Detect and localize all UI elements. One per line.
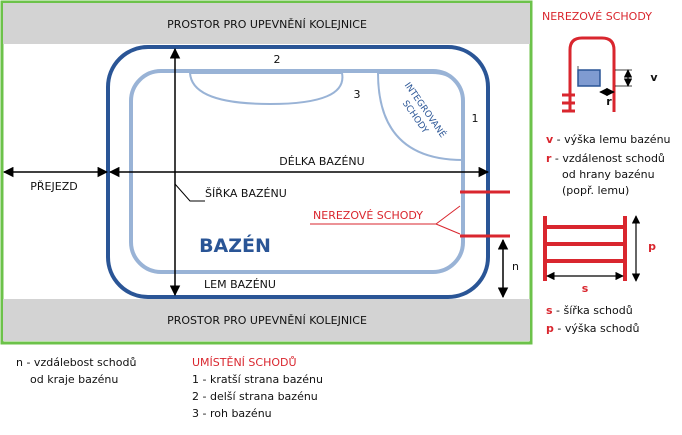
rail-band-bottom <box>3 299 530 341</box>
rim-block <box>577 69 601 87</box>
position-2-label: 2 <box>274 53 281 66</box>
width-leader <box>174 183 205 202</box>
placement-title: UMÍSTĚNÍ SCHODŮ <box>192 356 297 369</box>
legend-p: p - výška schodů <box>546 322 639 335</box>
rail-top-label: PROSTOR PRO UPEVNĚNÍ KOLEJNICE <box>167 18 367 31</box>
rim-ladder-handle <box>568 36 616 112</box>
pool-width-label: ŠÍŘKA BAZÉNU <box>205 187 287 200</box>
s-symbol: s <box>582 282 589 295</box>
stairs-leader-2 <box>435 223 461 235</box>
stairs-corner <box>376 72 464 162</box>
rim-label: LEM BAZÉNU <box>204 278 276 291</box>
r-symbol: r <box>606 95 612 108</box>
stairs-label: NEREZOVÉ SCHODY <box>313 209 423 222</box>
placement-1: 1 - kratší strana bazénu <box>192 373 323 386</box>
placement-2: 2 - delší strana bazénu <box>192 390 318 403</box>
pool-label: BAZÉN <box>199 234 271 257</box>
legend-v: v - výška lemu bazénu <box>546 133 671 146</box>
pool-length-label: DÉLKA BAZÉNU <box>279 155 364 168</box>
stairs-long-side <box>188 72 344 106</box>
n-label: n <box>512 260 519 273</box>
n-note-line2: od kraje bazénu <box>30 373 118 386</box>
legend-r: r - vzdálenost schodů <box>546 152 665 165</box>
placement-3: 3 - roh bazénu <box>192 407 272 420</box>
green-frame <box>0 0 533 345</box>
rail-bottom-label: PROSTOR PRO UPEVNĚNÍ KOLEJNICE <box>167 314 367 327</box>
n-note-line1: n - vzdálebost schodů <box>16 356 136 369</box>
legend-r-line3: (popř. lemu) <box>562 184 629 197</box>
v-symbol: v <box>650 71 658 84</box>
crossing-label: PŘEJEZD <box>30 180 77 193</box>
side-title: NEREZOVÉ SCHODY <box>542 10 652 23</box>
integrated-stairs-label: INTEGROVANÉ SCHODY <box>400 80 449 140</box>
position-1-label: 1 <box>472 112 479 125</box>
position-3-label: 3 <box>354 88 361 101</box>
rail-band-top <box>3 3 530 44</box>
legend-r-line2: od hrany bazénu <box>562 168 655 181</box>
legend-s: s - šířka schodů <box>546 304 633 317</box>
p-symbol: p <box>648 240 656 253</box>
